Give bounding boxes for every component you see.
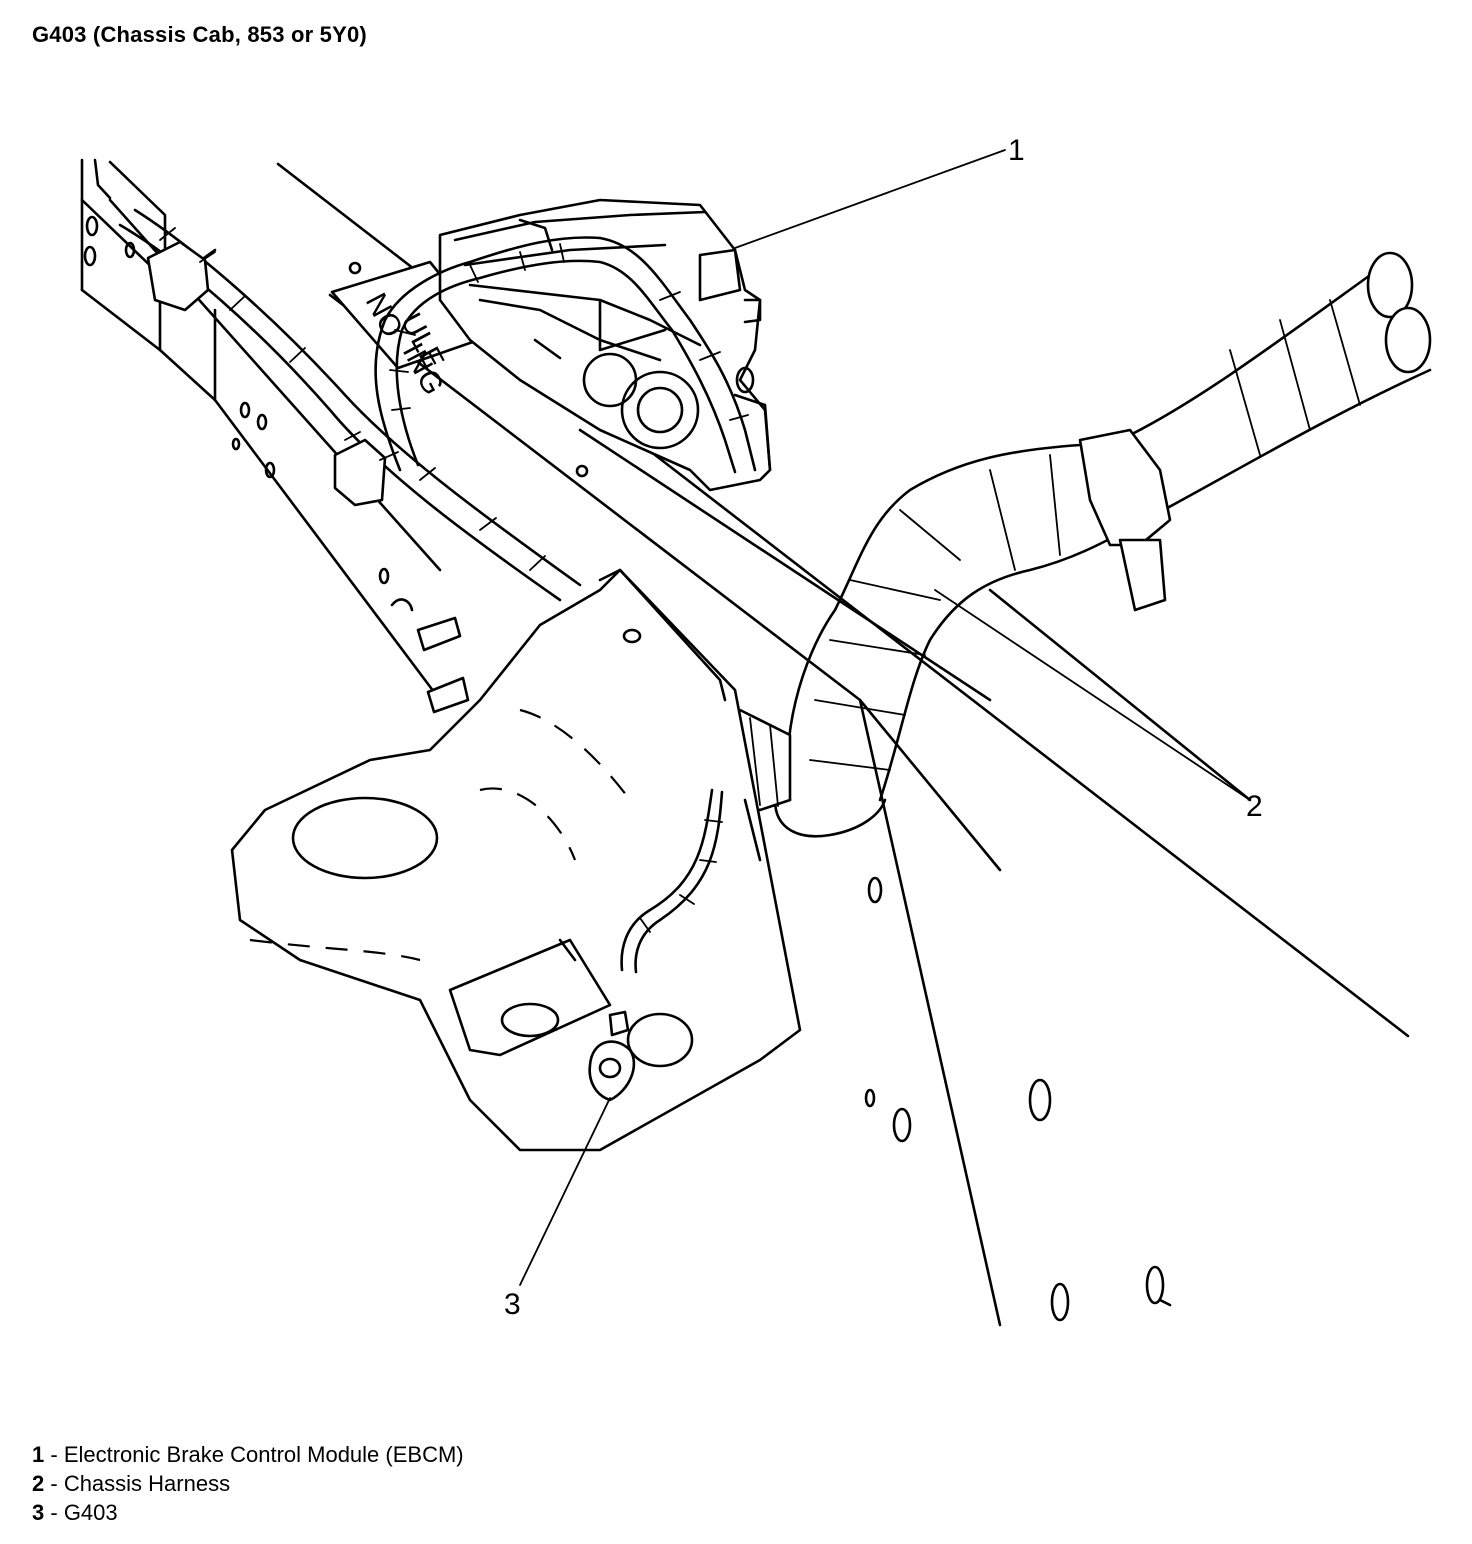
mounting-bracket [230,568,802,1152]
legend-separator: - [44,1500,64,1525]
upper-harness [118,208,582,602]
chassis-harness [668,251,1432,838]
bracket-hole-large [291,796,439,880]
page-title: G403 (Chassis Cab, 853 or 5Y0) [32,22,367,47]
connector-tab [1118,538,1167,612]
ground-bolt [608,1010,630,1037]
legend-number: 2 [32,1471,45,1496]
legend: 1 - Electronic Brake Control Module (EBC… [32,1440,464,1527]
harness-clip-lower [333,438,387,507]
callout-1: 1 [1008,134,1025,167]
left-frame-rail [80,158,470,714]
legend-text: G403 [63,1500,118,1525]
bracket-tab [448,938,612,1057]
module-pigtail-harness [374,236,757,474]
legend-item: 2 - Chassis Harness [32,1469,464,1498]
harness-end-1 [1366,251,1414,319]
leader-line-1 [734,149,1006,249]
leader-line-3 [519,1097,611,1286]
bracket-hole-right [626,1012,694,1068]
callout-leaders [519,149,1251,1286]
legend-text: Electronic Brake Control Module (EBCM) [63,1442,464,1467]
legend-text: Chassis Harness [63,1471,231,1496]
legend-item: 1 - Electronic Brake Control Module (EBC… [32,1440,464,1469]
leader-line-2 [934,589,1251,801]
harness-connector [1078,428,1172,547]
ground-terminal-g403 [588,1040,636,1102]
harness-end-2 [1384,306,1432,374]
ground-lead [588,788,724,1102]
callout-2: 2 [1246,790,1263,823]
harness-clip-upper [146,240,210,312]
legend-number: 3 [32,1500,45,1525]
legend-separator: - [44,1442,64,1467]
callout-3: 3 [504,1288,521,1321]
legend-item: 3 - G403 [32,1498,464,1527]
legend-separator: - [44,1471,64,1496]
legend-number: 1 [32,1442,45,1467]
